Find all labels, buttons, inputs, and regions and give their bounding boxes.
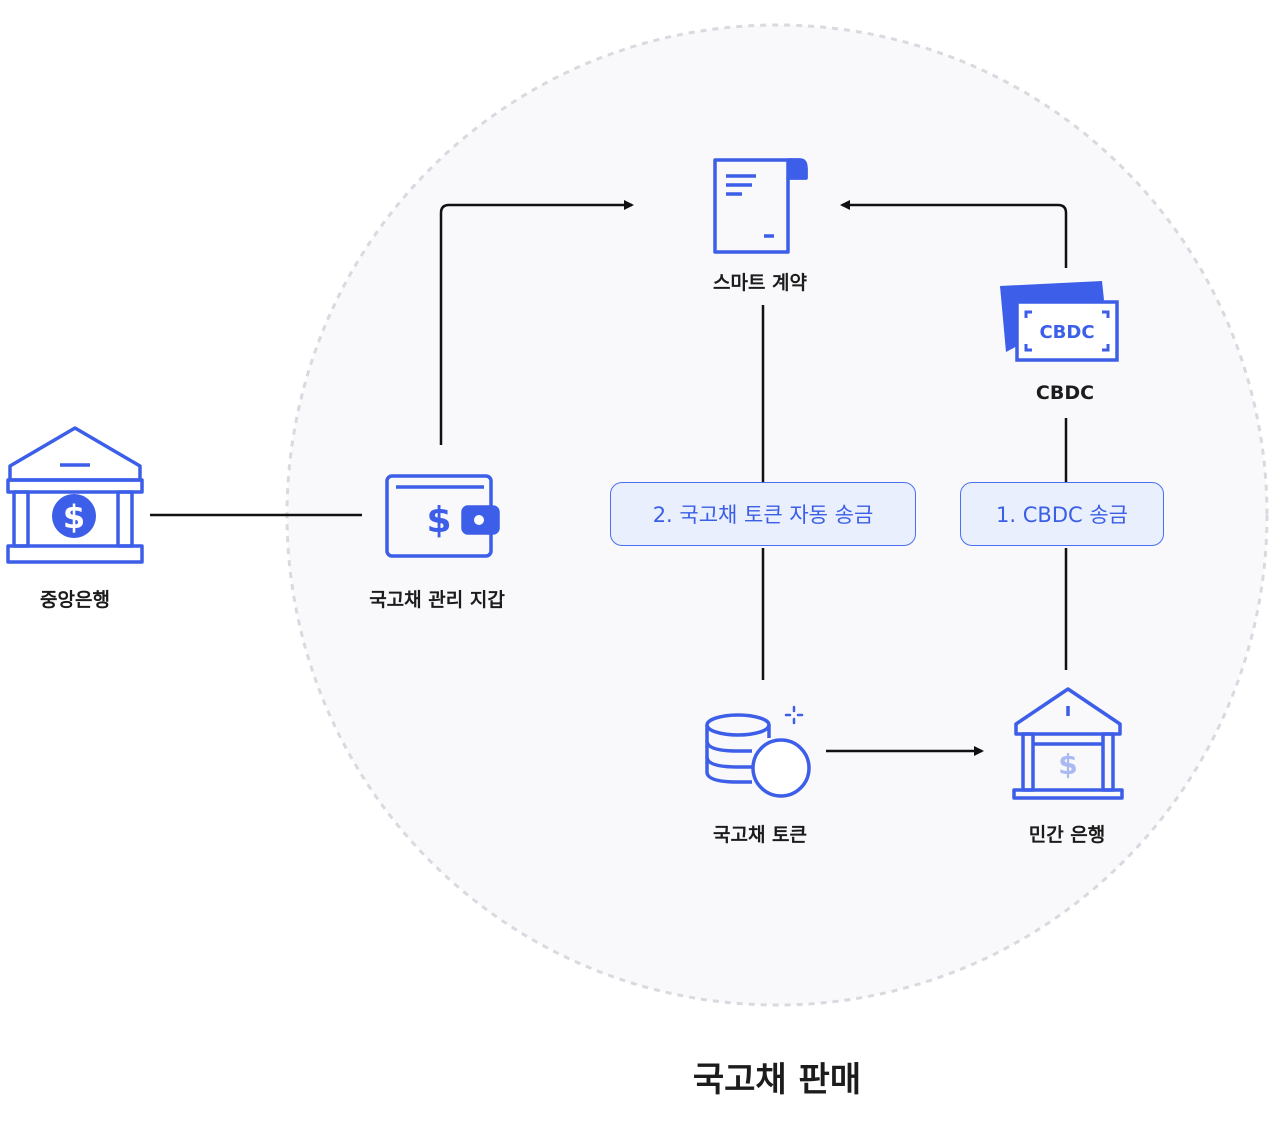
step-2-box: 2. 국고채 토큰 자동 송금 <box>610 482 916 546</box>
svg-text:$: $ <box>63 498 85 536</box>
svg-text:$: $ <box>426 500 451 541</box>
bank-dollar-icon: $ <box>6 426 144 564</box>
banknote-icon: CBDC <box>1000 281 1119 362</box>
diagram-caption: 국고채 판매 <box>692 1060 862 1100</box>
central-bank-label: 중앙은행 <box>40 589 110 611</box>
private-bank-label: 민간 은행 <box>1028 824 1106 846</box>
bond-token-label: 국고채 토큰 <box>712 824 808 846</box>
arrow-wallet-to-contract <box>439 200 634 445</box>
banknote-text: CBDC <box>1039 322 1094 343</box>
bond-wallet-label: 국고채 관리 지갑 <box>369 589 505 611</box>
connectors <box>150 200 1068 756</box>
document-icon <box>713 158 808 254</box>
coin-stack-icon <box>705 705 811 798</box>
wallet-dollar-icon: $ <box>385 474 500 558</box>
svg-text:$: $ <box>1058 748 1077 781</box>
smart-contract-label: 스마트 계약 <box>712 272 808 294</box>
arrow-cbdc-to-contract <box>840 200 1068 268</box>
bank-icon: $ <box>1012 687 1124 800</box>
cbdc-label: CBDC <box>1035 382 1095 404</box>
step-1-box: 1. CBDC 송금 <box>960 482 1164 546</box>
